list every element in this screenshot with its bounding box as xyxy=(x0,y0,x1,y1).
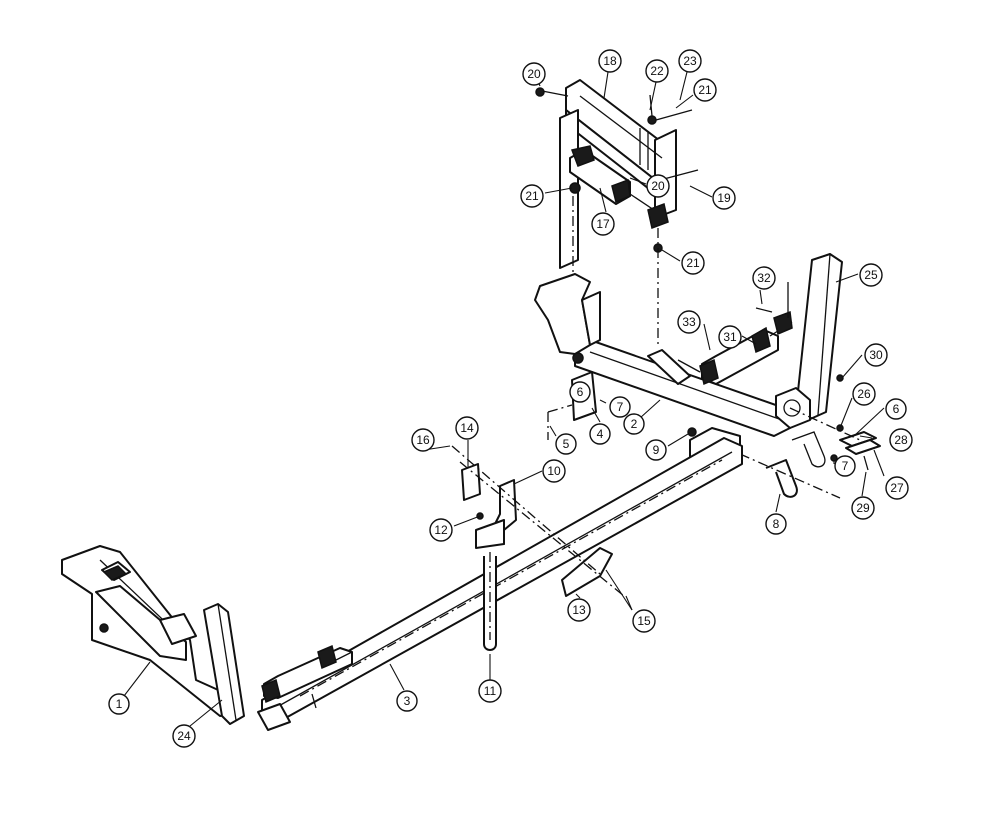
callout-label: 11 xyxy=(484,684,497,698)
callout-label: 17 xyxy=(596,217,610,231)
callout-label: 14 xyxy=(460,421,474,435)
part-13-plate xyxy=(561,547,613,597)
callout-18: 18 xyxy=(598,49,622,73)
callout-label: 6 xyxy=(893,402,900,416)
part-17-cylinder xyxy=(569,145,669,230)
callout-label: 12 xyxy=(434,523,448,537)
callout-label: 5 xyxy=(563,437,570,451)
callout-20: 20 xyxy=(646,174,670,198)
callout-15: 15 xyxy=(632,609,656,633)
callout-14: 14 xyxy=(455,416,479,440)
callout-27: 27 xyxy=(885,476,909,500)
callout-label: 18 xyxy=(603,54,617,68)
main-beam xyxy=(261,437,743,721)
callout-31: 31 xyxy=(718,325,742,349)
callout-label: 26 xyxy=(857,387,871,401)
part-14-plate xyxy=(461,463,481,501)
callout-label: 22 xyxy=(650,64,664,78)
callout-label: 21 xyxy=(686,256,700,270)
callout-label: 2 xyxy=(631,417,638,431)
callout-7: 7 xyxy=(834,455,856,477)
part-31-cylinder xyxy=(699,310,793,386)
callout-label: 7 xyxy=(617,400,624,414)
callout-label: 25 xyxy=(864,268,878,282)
callout-26: 26 xyxy=(852,382,876,406)
left-assembly xyxy=(61,545,353,731)
part-21-nut xyxy=(647,115,657,125)
callout-label: 4 xyxy=(597,427,604,441)
callout-label: 21 xyxy=(525,189,539,203)
callout-16: 16 xyxy=(411,428,435,452)
callout-label: 30 xyxy=(869,348,883,362)
leader-lines xyxy=(123,67,885,727)
callout-6: 6 xyxy=(885,398,907,420)
callout-8: 8 xyxy=(765,513,787,535)
upper-mount-assembly xyxy=(535,79,699,345)
callout-label: 16 xyxy=(416,433,430,447)
callout-label: 33 xyxy=(682,315,696,329)
callout-label: 13 xyxy=(572,603,586,617)
callout-12: 12 xyxy=(429,518,453,542)
callout-label: 32 xyxy=(757,271,771,285)
callout-label: 28 xyxy=(894,433,908,447)
callout-1: 1 xyxy=(108,693,130,715)
callout-32: 32 xyxy=(752,266,776,290)
callout-label: 7 xyxy=(842,459,849,473)
callout-33: 33 xyxy=(677,310,701,334)
part-20-bolt xyxy=(535,87,545,97)
callout-21: 21 xyxy=(520,184,544,208)
callout-label: 6 xyxy=(577,385,584,399)
part-3-beam xyxy=(261,437,743,721)
callout-4: 4 xyxy=(589,423,611,445)
callout-30: 30 xyxy=(864,343,888,367)
part-8-u-bolt xyxy=(765,459,798,498)
callout-label: 19 xyxy=(717,191,731,205)
callout-21: 21 xyxy=(681,251,705,275)
callout-5: 5 xyxy=(555,433,577,455)
front-brackets xyxy=(451,445,625,651)
callout-label: 24 xyxy=(177,729,191,743)
callout-label: 20 xyxy=(527,67,541,81)
callout-label: 21 xyxy=(698,83,712,97)
callout-29: 29 xyxy=(851,496,875,520)
callout-20: 20 xyxy=(522,62,546,86)
left-cylinder xyxy=(261,644,353,704)
callout-13: 13 xyxy=(567,598,591,622)
callout-24: 24 xyxy=(172,724,196,748)
callout-23: 23 xyxy=(678,49,702,73)
callout-label: 10 xyxy=(547,464,561,478)
callout-6: 6 xyxy=(569,381,591,403)
callout-7: 7 xyxy=(609,396,631,418)
callout-19: 19 xyxy=(712,186,736,210)
callout-label: 1 xyxy=(116,697,123,711)
callout-label: 27 xyxy=(890,481,904,495)
callout-2: 2 xyxy=(623,413,645,435)
part-11-rod xyxy=(483,556,497,651)
callout-label: 31 xyxy=(723,330,737,344)
callout-11: 11 xyxy=(478,679,502,703)
callout-22: 22 xyxy=(645,59,669,83)
callout-9: 9 xyxy=(645,439,667,461)
callout-21: 21 xyxy=(693,78,717,102)
callout-label: 20 xyxy=(651,179,665,193)
callout-17: 17 xyxy=(591,212,615,236)
callout-label: 29 xyxy=(856,501,870,515)
callout-label: 8 xyxy=(773,517,780,531)
callout-3: 3 xyxy=(396,690,418,712)
callout-25: 25 xyxy=(859,263,883,287)
callout-label: 3 xyxy=(404,694,411,708)
callout-label: 9 xyxy=(653,443,660,457)
callout-label: 23 xyxy=(683,54,697,68)
callout-28: 28 xyxy=(889,428,913,452)
callout-label: 15 xyxy=(637,614,651,628)
callout-10: 10 xyxy=(542,459,566,483)
